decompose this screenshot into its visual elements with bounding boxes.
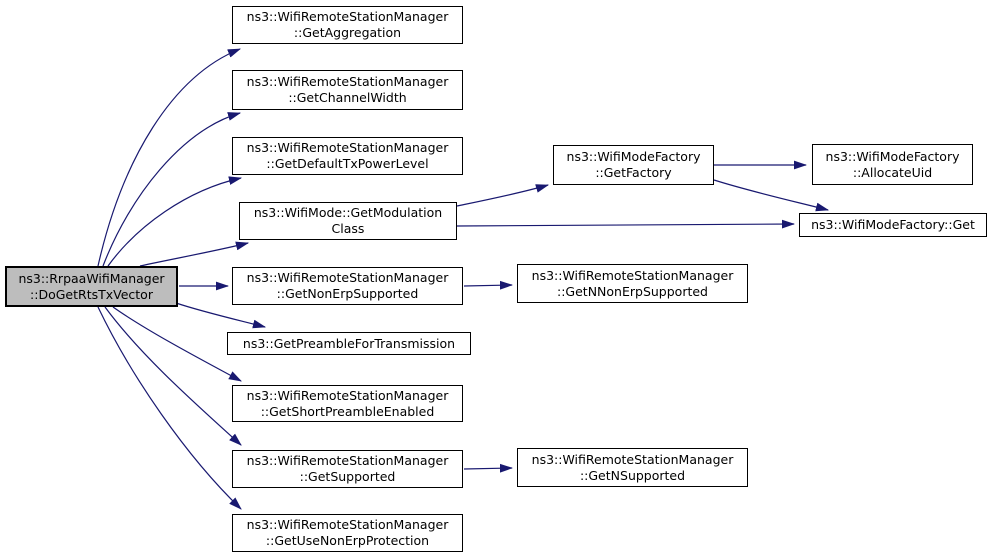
- node-label-line: ns3::WifiRemoteStationManager: [531, 451, 734, 467]
- node-get-n-non-erp-supported[interactable]: ns3::WifiRemoteStationManager ::GetNNonE…: [517, 264, 748, 303]
- node-label-line: Class: [331, 221, 365, 236]
- node-label-line: ::GetNSupported: [579, 467, 686, 483]
- edge-get-modulation-class-to-factory-get: [456, 219, 796, 229]
- edge-get-non-erp-supported-to-get-n-non-erp-supported: [463, 280, 514, 290]
- node-label-line: ::DoGetRtsTxVector: [30, 286, 153, 302]
- edge-root-to-get-aggregation: [97, 48, 242, 267]
- node-rrpaawifimanager-dogetrtstxvector: ns3::RrpaaWifiManager ::DoGetRtsTxVector: [5, 266, 178, 307]
- node-label-line: ns3::WifiModeFactory: [566, 149, 701, 165]
- node-label-line: ns3::RrpaaWifiManager: [18, 270, 165, 286]
- node-label-line: ns3::WifiRemoteStationManager: [246, 453, 449, 469]
- node-get-default-tx-power-level[interactable]: ns3::WifiRemoteStationManager ::GetDefau…: [232, 137, 463, 175]
- node-label-line: ns3::GetPreambleForTransmission: [242, 335, 456, 351]
- node-label-line: ns3::WifiModeFactory: [825, 148, 960, 164]
- node-label-line: ::GetSupported: [299, 469, 396, 484]
- node-label-line: ::GetNNonErpSupported: [557, 283, 708, 299]
- node-get-modulation-class[interactable]: ns3::WifiMode::GetModulation Class: [239, 202, 457, 240]
- node-label-line: ::GetDefaultTxPowerLevel: [266, 156, 429, 171]
- node-get-factory[interactable]: ns3::WifiModeFactory ::GetFactory: [553, 145, 714, 185]
- edge-get-factory-to-factory-get: [713, 179, 830, 212]
- node-get-non-erp-supported[interactable]: ns3::WifiRemoteStationManager ::GetNonEr…: [232, 267, 463, 305]
- node-label-line: ::AllocateUid: [852, 164, 933, 180]
- node-label-line: ns3::WifiRemoteStationManager: [246, 387, 449, 403]
- edge-root-to-get-preamble-for-transmission: [175, 302, 267, 329]
- node-allocate-uid[interactable]: ns3::WifiModeFactory ::AllocateUid: [812, 144, 973, 185]
- node-get-short-preamble-enabled[interactable]: ns3::WifiRemoteStationManager ::GetShort…: [232, 385, 463, 422]
- edge-root-to-get-channel-width: [102, 112, 242, 267]
- node-label-line: ns3::WifiRemoteStationManager: [246, 517, 449, 533]
- node-get-n-supported[interactable]: ns3::WifiRemoteStationManager ::GetNSupp…: [517, 448, 748, 487]
- node-label-line: ns3::WifiMode::GetModulation: [253, 205, 443, 221]
- node-label-line: ns3::WifiRemoteStationManager: [531, 267, 734, 283]
- node-label-line: ns3::WifiRemoteStationManager: [246, 74, 449, 90]
- node-label-line: ns3::WifiRemoteStationManager: [246, 9, 449, 25]
- node-label-line: ::GetFactory: [595, 165, 672, 180]
- node-get-preamble-for-transmission[interactable]: ns3::GetPreambleForTransmission: [227, 332, 471, 355]
- node-label-line: ns3::WifiRemoteStationManager: [246, 140, 449, 156]
- node-label-line: ::GetNonErpSupported: [276, 286, 419, 301]
- node-factory-get[interactable]: ns3::WifiModeFactory::Get: [799, 213, 987, 237]
- node-label-line: ::GetAggregation: [293, 25, 402, 40]
- node-get-channel-width[interactable]: ns3::WifiRemoteStationManager ::GetChann…: [232, 70, 463, 110]
- edge-get-supported-to-get-n-supported: [463, 463, 514, 473]
- node-label-line: ::GetShortPreambleEnabled: [260, 403, 435, 419]
- node-label-line: ns3::WifiRemoteStationManager: [246, 270, 449, 286]
- node-get-supported[interactable]: ns3::WifiRemoteStationManager ::GetSuppo…: [232, 450, 463, 488]
- edge-root-to-get-use-non-erp-protection: [97, 306, 242, 510]
- edge-root-to-get-short-preamble-enabled: [112, 306, 242, 382]
- edge-get-modulation-class-to-get-factory: [456, 184, 550, 207]
- node-label-line: ns3::WifiModeFactory::Get: [811, 217, 975, 233]
- edge-root-to-get-modulation-class: [139, 241, 250, 267]
- edge-root-to-get-supported: [104, 306, 242, 446]
- node-label-line: ::GetChannelWidth: [288, 90, 407, 105]
- node-label-line: ::GetUseNonErpProtection: [265, 533, 430, 548]
- node-get-aggregation[interactable]: ns3::WifiRemoteStationManager ::GetAggre…: [232, 6, 463, 44]
- node-get-use-non-erp-protection[interactable]: ns3::WifiRemoteStationManager ::GetUseNo…: [232, 514, 463, 552]
- edge-root-to-get-default-tx-power-level: [107, 176, 243, 267]
